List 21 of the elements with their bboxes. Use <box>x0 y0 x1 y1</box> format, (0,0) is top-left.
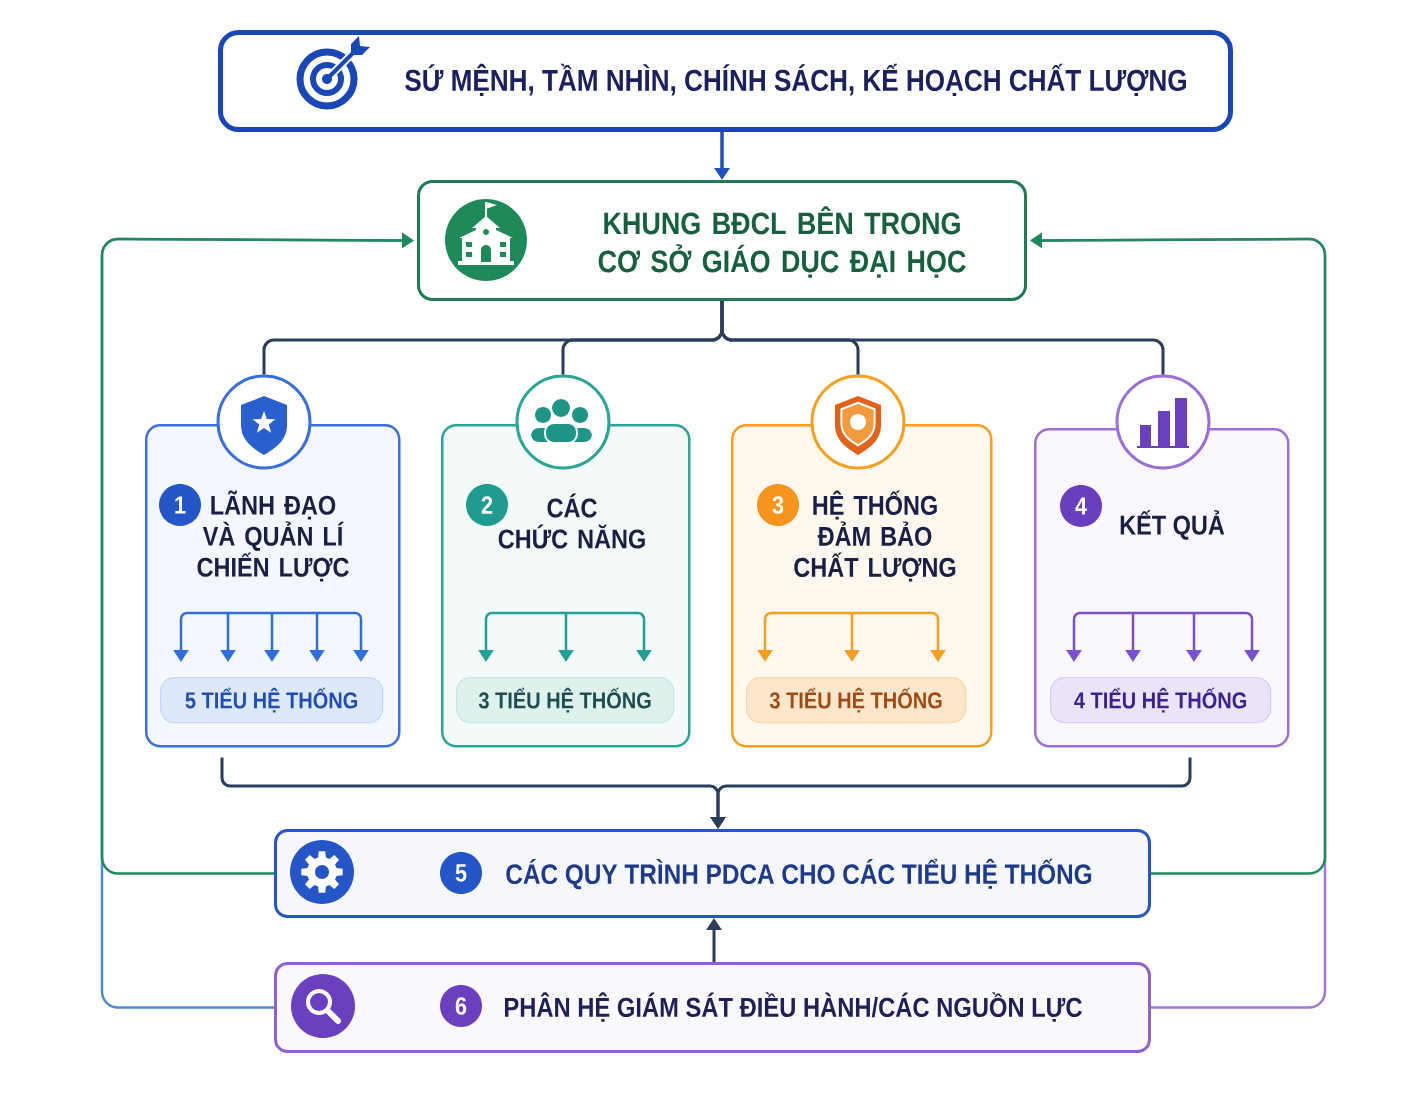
count-pill: 3 TIỂU HỆ THỐNG <box>456 677 675 724</box>
title-box: SỨ MỆNH, TẦM NHÌN, CHÍNH SÁCH, KẾ HOẠCH CHẤT LƯỢNG <box>218 30 1233 132</box>
framework-box: KHUNG BĐCL BÊN TRONG CƠ SỞ GIÁO DỤC ĐẠI HỌC <box>417 180 1027 301</box>
number-badge: 1 <box>159 484 201 526</box>
search-icon <box>291 974 355 1038</box>
connector-line <box>720 301 1165 375</box>
gear-icon <box>290 840 354 904</box>
number-badge: 4 <box>1060 485 1102 527</box>
number-badge: 2 <box>466 484 508 526</box>
bar-chart-icon <box>1136 398 1190 448</box>
shield-star-icon <box>241 396 287 455</box>
target-icon <box>296 36 370 110</box>
number-badge: 5 <box>440 852 482 894</box>
number-badge: 3 <box>757 484 799 526</box>
people-icon <box>531 397 592 444</box>
count-pill: 4 TIỂU HỆ THỐNG <box>1050 677 1272 724</box>
number-badge: 6 <box>440 985 482 1027</box>
count-pill: 3 TIỂU HỆ THỐNG <box>746 677 967 724</box>
count-pill: 5 TIỂU HỆ THỐNG <box>160 677 384 724</box>
school-icon <box>445 199 527 281</box>
shield-icon <box>835 396 881 455</box>
